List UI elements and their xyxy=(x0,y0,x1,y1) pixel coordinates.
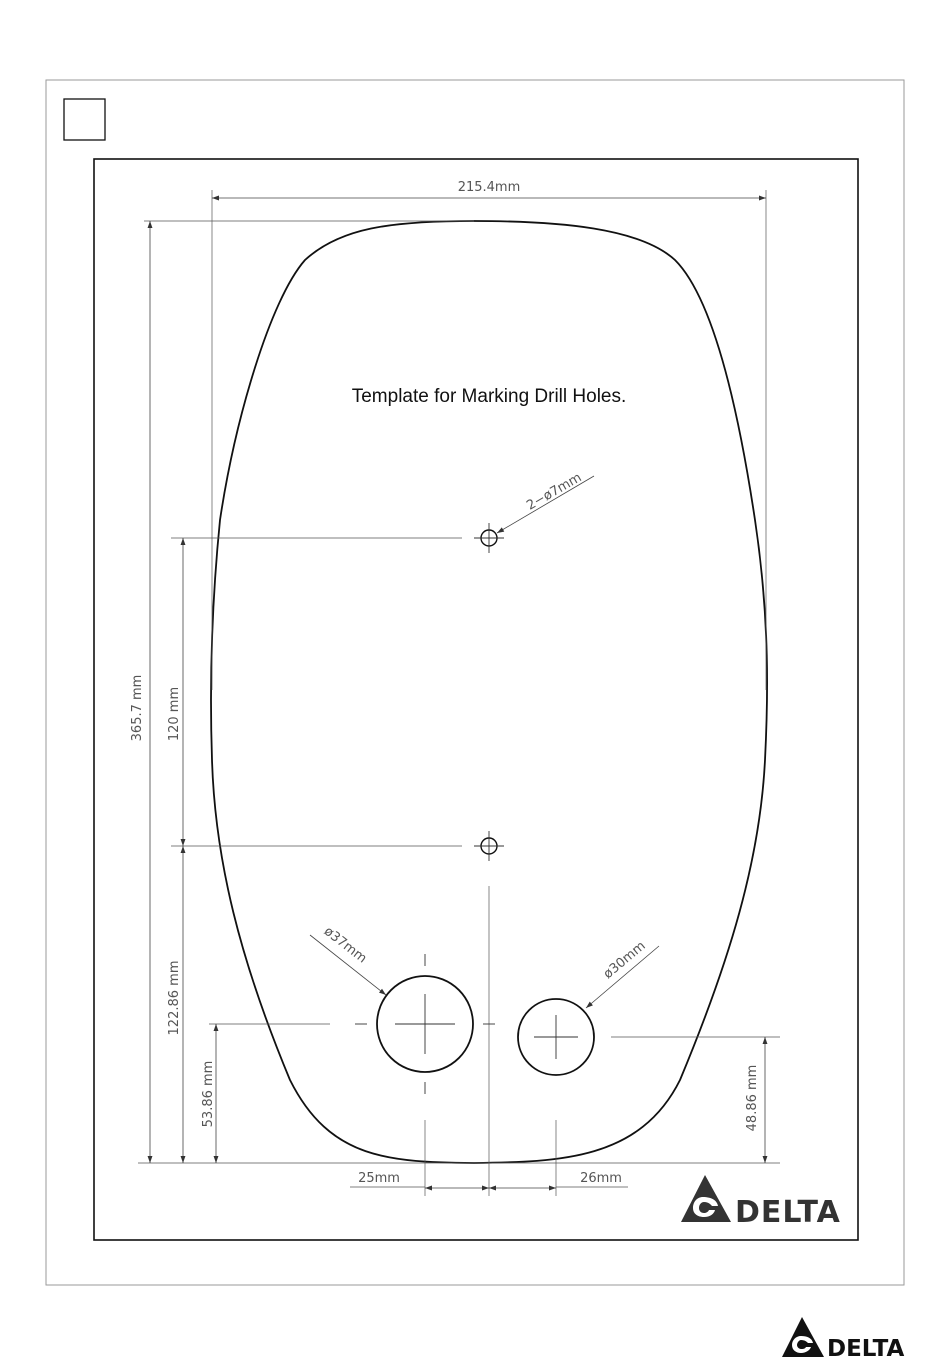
lower-drill-hole xyxy=(474,831,504,861)
upper-drill-hole xyxy=(474,523,504,553)
width-label: 215.4mm xyxy=(458,180,521,195)
left-pipe-diameter-label: ø37mm xyxy=(321,924,370,966)
left-offset-label: 25mm xyxy=(358,1171,400,1186)
left-pipe-hole xyxy=(355,954,495,1094)
corner-box xyxy=(64,99,105,140)
delta-footer-logo-mark xyxy=(782,1317,824,1357)
left-pipe-height-label: 53.86 mm xyxy=(201,1061,216,1128)
delta-logo-text: DELTA xyxy=(735,1195,841,1230)
right-offset-label: 26mm xyxy=(580,1171,622,1186)
right-pipe-hole xyxy=(518,999,594,1075)
delta-footer-logo: DELTA xyxy=(782,1317,905,1362)
delta-logo: DELTA xyxy=(681,1175,841,1230)
right-pipe-height-label: 48.86 mm xyxy=(745,1065,760,1132)
delta-footer-logo-text: DELTA xyxy=(827,1336,905,1362)
outer-frame xyxy=(46,80,904,1285)
small-holes-label: 2−ø7mm xyxy=(524,470,584,513)
lower-hole-label: 122.86 mm xyxy=(167,961,182,1036)
spacing-label: 120 mm xyxy=(167,687,182,741)
delta-logo-mark xyxy=(681,1175,731,1222)
height-label: 365.7 mm xyxy=(130,675,145,742)
page-title: Template for Marking Drill Holes. xyxy=(352,386,627,407)
